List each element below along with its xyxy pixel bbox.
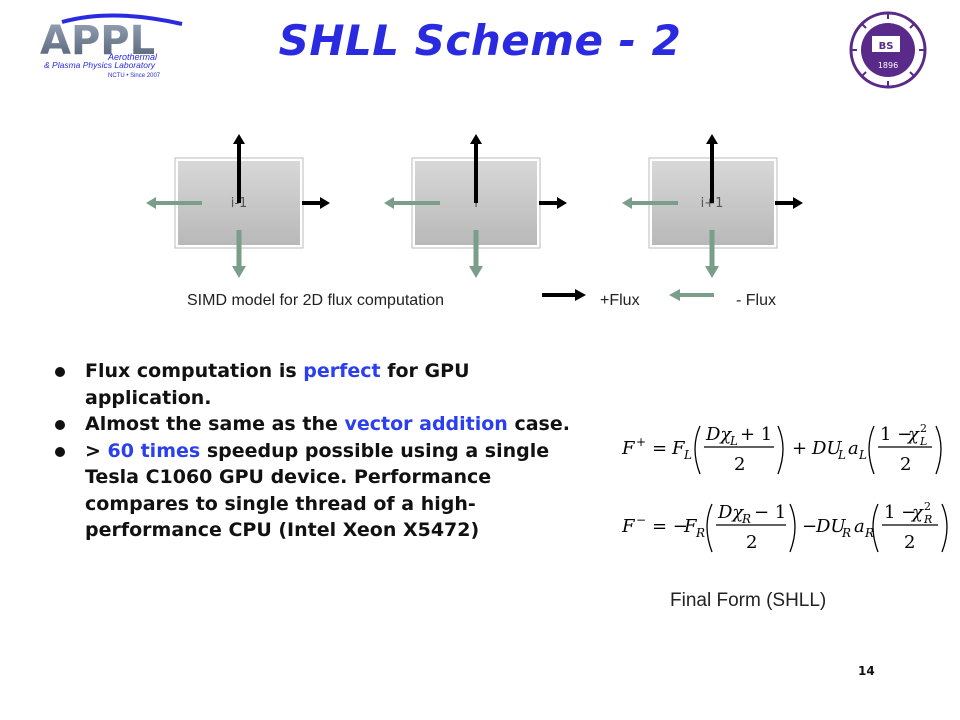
cell-label: i-1 <box>231 196 248 211</box>
bullet-item: > 60 times speedup possible using a sing… <box>55 438 575 544</box>
plus-flux-arrow-right <box>320 197 330 209</box>
svg-text:χ: χ <box>910 502 924 523</box>
plus-flux-legend-arrow <box>575 289 586 301</box>
svg-text:− 1: − 1 <box>754 502 786 523</box>
svg-text:2: 2 <box>924 500 931 513</box>
svg-text:a: a <box>854 516 865 537</box>
bullet-icon <box>55 367 65 377</box>
svg-text:DU: DU <box>815 516 846 537</box>
appl-logo: APPL Aerothermal & Plasma Physics Labora… <box>40 13 183 79</box>
flux-diagram: i-1 i i+1 SIMD model for 2D flux computa… <box>146 134 803 309</box>
svg-text:R: R <box>695 526 705 540</box>
svg-text:2: 2 <box>900 454 911 475</box>
minus-flux-arrow-left <box>622 197 632 209</box>
svg-text:χ: χ <box>906 424 920 445</box>
svg-text:DU: DU <box>811 438 842 459</box>
svg-text:2: 2 <box>920 422 927 435</box>
diagram-caption: SIMD model for 2D flux computation <box>187 292 444 309</box>
svg-text:1 −: 1 − <box>884 502 916 523</box>
cell-i-minus-1: i-1 <box>146 134 330 278</box>
svg-text:R: R <box>841 526 851 540</box>
svg-text:F: F <box>621 438 636 459</box>
svg-text:F: F <box>683 516 698 537</box>
svg-text:L: L <box>683 448 692 462</box>
minus-flux-arrow-left <box>384 197 394 209</box>
legend-plus-flux: +Flux <box>600 292 640 309</box>
bullet-icon <box>55 446 65 457</box>
cell-label: i+1 <box>701 196 724 211</box>
cell-i-plus-1: i+1 <box>622 134 803 278</box>
logo-subtitle-3: NCTU • Since 2007 <box>108 73 161 79</box>
svg-text:F: F <box>621 516 636 537</box>
svg-text:= −: = − <box>652 516 688 537</box>
bullet-list: Flux computation is perfect for GPU appl… <box>55 358 575 544</box>
svg-text:Dχ: Dχ <box>705 424 732 445</box>
minus-flux-arrow-down <box>469 266 483 278</box>
minus-flux-arrow-down <box>232 266 246 278</box>
svg-text:a: a <box>848 438 859 459</box>
legend-minus-flux: - Flux <box>736 292 776 309</box>
page-title: SHLL Scheme - 2 <box>278 16 682 65</box>
svg-text:L: L <box>858 448 867 462</box>
svg-text:2: 2 <box>734 454 745 475</box>
minus-flux-legend-arrow <box>669 289 680 301</box>
svg-text:2: 2 <box>746 532 757 553</box>
minus-flux-arrow-left <box>146 197 156 209</box>
svg-text:−: − <box>802 516 817 537</box>
svg-text:R: R <box>923 513 932 526</box>
plus-flux-arrow-up <box>470 134 482 144</box>
svg-text:−: − <box>636 513 646 527</box>
university-seal-icon: BS 1896 <box>849 11 927 89</box>
logo-subtitle-2: & Plasma Physics Laboratory <box>44 60 156 70</box>
svg-text:+: + <box>636 435 646 449</box>
svg-text:L: L <box>837 448 846 462</box>
plus-flux-arrow-up <box>706 134 718 144</box>
page-number: 14 <box>858 664 875 678</box>
svg-text:+ 1: + 1 <box>740 424 772 445</box>
svg-text:R: R <box>864 526 874 540</box>
svg-text:2: 2 <box>904 532 915 553</box>
bullet-item: Almost the same as the vector addition c… <box>55 411 575 438</box>
svg-text:=: = <box>652 438 667 459</box>
logo-subtitle-1: Aerothermal <box>107 52 158 62</box>
svg-text:1 −: 1 − <box>880 424 912 445</box>
cell-i: i <box>384 134 567 278</box>
seal-year: 1896 <box>878 61 898 70</box>
svg-text:L: L <box>729 434 738 448</box>
svg-text:L: L <box>919 435 927 448</box>
plus-flux-arrow-right <box>557 197 567 209</box>
svg-text:Dχ: Dχ <box>717 502 744 523</box>
svg-text:R: R <box>741 512 751 526</box>
bullet-item: Flux computation is perfect for GPU appl… <box>55 358 575 411</box>
svg-text:F: F <box>671 438 686 459</box>
logo-wordmark: APPL <box>40 18 155 64</box>
seal-initials: BS <box>879 41 894 52</box>
bullet-icon <box>55 420 65 430</box>
plus-flux-arrow-up <box>233 134 245 144</box>
plus-flux-arrow-right <box>793 197 803 209</box>
minus-flux-arrow-down <box>705 266 719 278</box>
svg-text:+: + <box>792 438 807 459</box>
cell-label: i <box>474 196 478 211</box>
equations-caption: Final Form (SHLL) <box>670 590 827 611</box>
